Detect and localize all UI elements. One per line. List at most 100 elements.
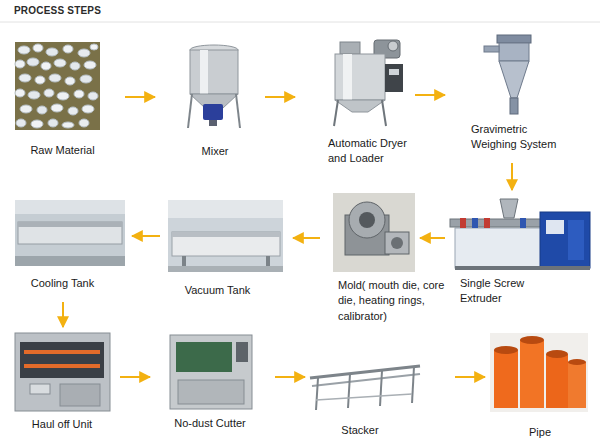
process-step: Single Screw Extruder	[445, 190, 595, 305]
stacker-frame	[316, 394, 412, 400]
cutter-machine	[178, 380, 244, 404]
extruder-machine	[450, 199, 590, 270]
flow-arrow	[265, 96, 295, 98]
diagram-title: PROCESS STEPS	[14, 5, 101, 16]
haul-off-machine	[30, 384, 50, 394]
cooling-tank-photo	[15, 200, 125, 266]
extruder-machine	[455, 266, 590, 270]
pipe-photo	[520, 340, 544, 408]
pellets-photo	[82, 105, 94, 113]
dryer-machine	[334, 40, 403, 126]
step-label: Haul off Unit	[12, 417, 112, 432]
mold-photo	[333, 193, 415, 272]
dryer-machine	[388, 41, 398, 51]
pellets-photo	[15, 89, 25, 97]
extruder-machine	[472, 218, 478, 228]
pipe-photo	[546, 350, 568, 358]
process-step: Stacker	[305, 340, 455, 445]
pellets-photo	[19, 74, 31, 82]
step-label: Single Screw Extruder	[460, 276, 540, 307]
vacuum-tank-photo	[168, 200, 283, 272]
step-label: Pipe	[500, 425, 580, 440]
pellets-photo	[65, 77, 75, 85]
flow-arrow	[415, 94, 445, 96]
pipe-photo	[490, 333, 588, 412]
stacker-frame	[310, 366, 420, 410]
cooling-tank-photo	[15, 200, 125, 266]
extruder-machine	[568, 220, 584, 260]
vacuum-tank-photo	[168, 200, 283, 218]
extruder-machine	[455, 228, 545, 268]
dryer-machine	[334, 100, 338, 126]
cutter-machine	[170, 335, 252, 409]
weighing-cyclone	[499, 43, 529, 61]
pellets-photo	[68, 107, 78, 115]
pipe-photo	[546, 354, 568, 408]
mold-photo	[391, 237, 403, 249]
weighing-cyclone	[484, 46, 499, 52]
pellets-photo	[62, 122, 74, 128]
cutter-machine	[176, 342, 232, 372]
flow-arrow	[125, 96, 155, 98]
pellets-photo	[44, 89, 54, 97]
mold-photo	[349, 202, 385, 238]
vacuum-tank-photo	[168, 266, 283, 272]
extruder-machine	[520, 218, 526, 228]
mixer-machine	[209, 120, 217, 126]
cooling-tank-photo	[15, 200, 125, 214]
pellets-photo	[31, 120, 43, 128]
cooling-tank-photo	[15, 256, 125, 266]
pellets-photo	[15, 60, 25, 68]
pellets-photo	[54, 59, 66, 67]
pellets-photo	[90, 44, 98, 50]
haul-off-machine	[24, 364, 100, 368]
dryer-machine	[335, 54, 385, 100]
pellets-photo	[20, 105, 32, 113]
pellets-photo	[46, 48, 58, 56]
pipe-photo	[568, 359, 586, 365]
extruder-machine	[460, 218, 466, 228]
process-step: Mold( mouth die, core die, heating rings…	[320, 190, 420, 330]
mold-photo	[359, 212, 375, 228]
cutter-machine	[170, 335, 252, 409]
vacuum-tank-photo	[172, 232, 280, 237]
extruder-machine	[450, 219, 542, 227]
flow-arrow	[275, 376, 305, 378]
process-step: Mixer	[155, 38, 265, 163]
weighing-cyclone	[499, 61, 529, 98]
flow-arrow	[120, 376, 150, 378]
mixer-machine	[190, 50, 238, 94]
step-label: Raw Material	[15, 143, 110, 158]
pellets-photo	[51, 104, 63, 112]
stacker-frame	[380, 371, 382, 406]
stacker-frame	[312, 374, 420, 386]
dryer-machine	[385, 64, 403, 92]
pipe-photo	[568, 362, 586, 408]
pellets-photo	[37, 106, 47, 114]
flow-arrow	[293, 237, 320, 239]
pellets-photo	[74, 90, 84, 98]
haul-off-machine	[15, 333, 110, 411]
process-step: Raw Material	[10, 38, 125, 163]
stacker-frame	[348, 374, 350, 408]
mixer-machine	[203, 104, 223, 120]
flow-arrow	[511, 163, 513, 190]
pellets-photo	[15, 42, 100, 130]
stacker-frame	[316, 378, 318, 410]
step-label: Cooling Tank	[15, 276, 110, 291]
pellets-photo	[15, 42, 100, 130]
pellets-photo	[79, 119, 89, 127]
dryer-machine	[335, 100, 385, 112]
pellets-photo	[84, 61, 96, 69]
extruder-machine	[484, 218, 490, 228]
mold-photo	[385, 232, 409, 254]
step-label: Mixer	[170, 144, 260, 159]
pellets-photo	[78, 49, 90, 57]
step-label: Gravimetric Weighing System	[471, 122, 563, 153]
mixer-machine	[188, 45, 240, 128]
step-label: Stacker	[320, 423, 400, 438]
pellets-photo	[49, 74, 61, 82]
